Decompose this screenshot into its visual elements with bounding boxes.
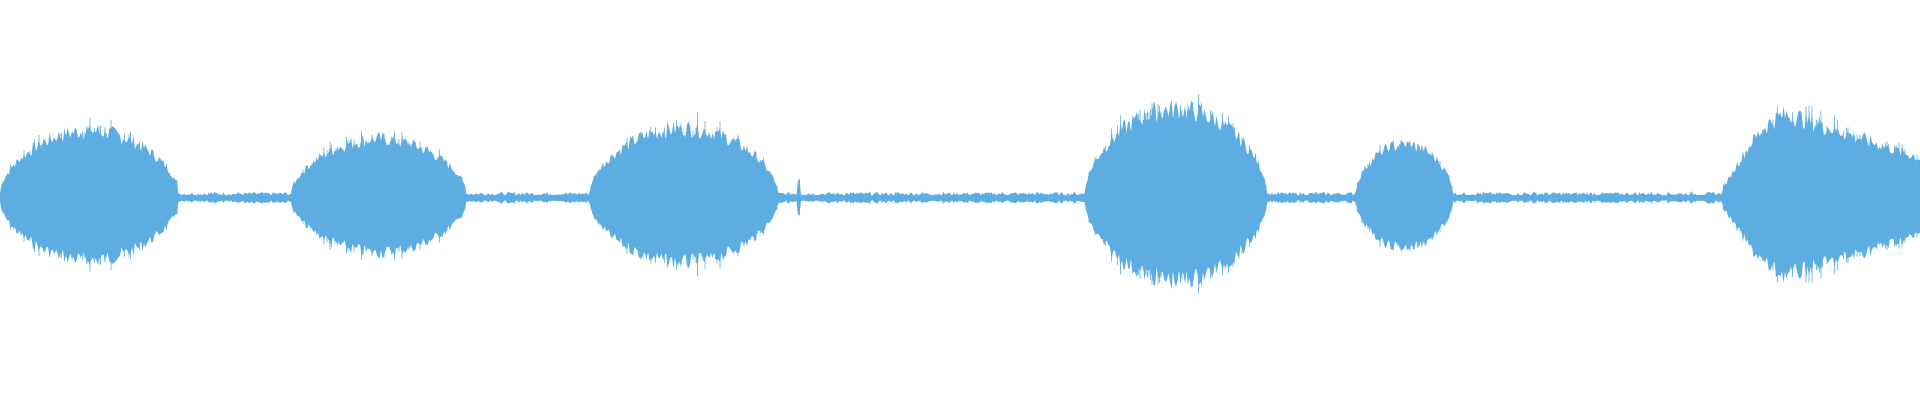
waveform-samples	[2, 94, 1919, 294]
